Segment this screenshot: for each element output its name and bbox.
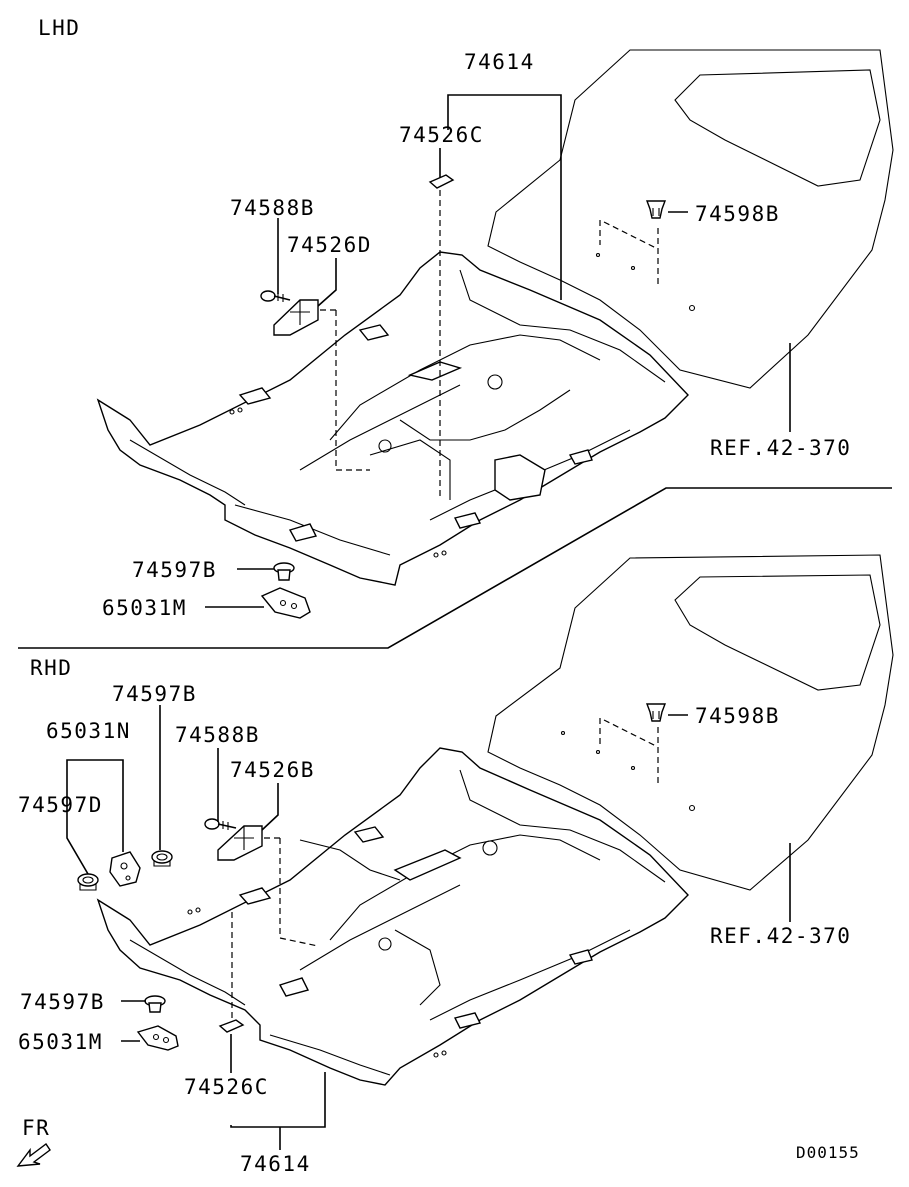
rhd-label-74588B: 74588B [175,723,260,747]
drawing-code: D00155 [796,1143,860,1162]
section-divider [18,487,892,649]
rhd-grommet-74597B-lower [144,995,166,1013]
rhd-body-floor-reference [487,554,894,891]
rhd-label-74597B-bottom: 74597B [20,990,105,1014]
rhd-fastener-74598B [645,703,667,722]
lhd-label-74598B: 74598B [695,202,780,226]
rhd-label-65031M: 65031M [18,1030,103,1054]
rhd-label-74598B: 74598B [695,704,780,728]
lhd-grommet-74597B [273,562,295,581]
rhd-pad-65031M [136,1025,179,1051]
rhd-grommet-74597D [77,873,99,891]
lhd-label-74614: 74614 [464,50,535,74]
front-direction-label: FR [22,1116,50,1140]
lhd-screw-74588B [260,290,291,302]
rhd-pad-65031N [109,851,141,887]
rhd-label-74597D: 74597D [18,793,103,817]
lhd-section: LHD [38,16,894,620]
rhd-leader-lines [66,705,791,1150]
rhd-clip-74526C [218,912,245,1033]
rhd-heading: RHD [30,656,72,680]
rhd-grommet-74597B-upper [151,850,173,867]
rhd-label-74597B-top: 74597B [112,682,197,706]
rhd-label-ref: REF.42-370 [710,924,851,948]
lhd-label-74526C: 74526C [399,123,484,147]
lhd-label-65031M: 65031M [102,596,187,620]
lhd-floor-carpet [96,251,689,586]
rhd-label-74526C: 74526C [184,1075,269,1099]
lhd-label-ref: REF.42-370 [710,436,851,460]
lhd-heading: LHD [38,16,80,40]
rhd-label-65031N: 65031N [46,719,131,743]
rhd-bracket-74526B [217,825,319,947]
lhd-label-74588B: 74588B [230,196,315,220]
front-direction-indicator: FR [16,1116,51,1167]
lhd-label-74526D: 74526D [287,233,372,257]
lhd-leader-lines [205,94,791,608]
lhd-body-floor-reference [487,49,894,389]
front-arrow-icon [16,1142,51,1167]
rhd-screw-74588B [204,818,237,830]
lhd-bracket-74526D [273,299,370,471]
rhd-label-74614: 74614 [240,1152,311,1176]
lhd-fastener-74598B [645,200,667,219]
rhd-label-74526B: 74526B [230,758,315,782]
lhd-pad-65031M [260,587,311,619]
rhd-section: RHD [18,554,894,1176]
rhd-floor-carpet [96,747,689,1086]
lhd-label-74597B: 74597B [132,558,217,582]
